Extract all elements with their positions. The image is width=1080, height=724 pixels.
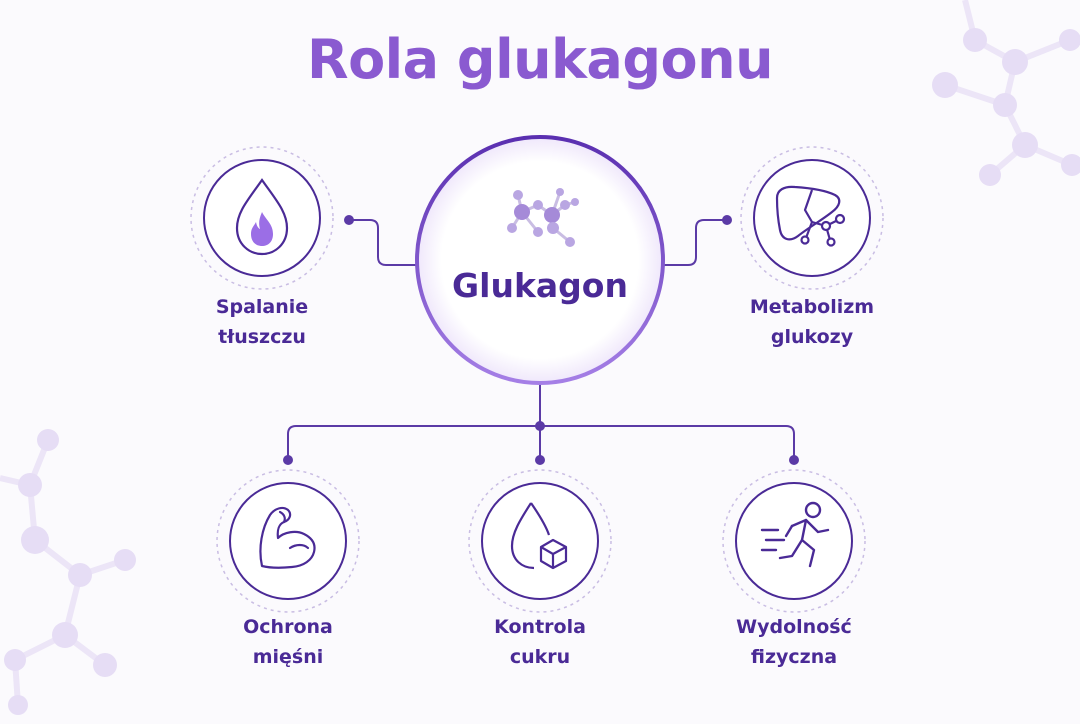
label-fat-line1: Spalanie [215,296,309,318]
center-label: Glukagon [452,266,628,305]
label-glucose: Metabolizm glukozy [712,292,912,352]
decorative-molecule-top-right [932,0,1080,186]
node-fitness-circle [722,469,866,613]
connector-dot [344,215,354,225]
center-node [415,135,665,385]
label-fat: Spalanie tłuszczu [162,292,362,352]
node-sugar-circle [468,469,612,613]
node-glucose-circle [740,146,884,290]
connector-dot [722,215,732,225]
drop-cube-icon [510,502,568,570]
running-person-icon [760,501,830,568]
diagram-title: Rola glukagonu [306,28,774,91]
label-sugar-line1: Kontrola [494,616,586,638]
molecule-icon [507,188,579,247]
decorative-molecule-bottom-left [0,429,136,715]
label-fitness: Wydolność fizyczna [694,612,894,672]
connector-dot [535,455,545,465]
label-muscle-line2: mięśni [252,646,324,668]
connector-center-to-fat [349,219,420,266]
label-glucose-line2: glukozy [770,326,854,348]
label-sugar: Kontrola cukru [440,612,640,672]
connector-center-to-glucose [661,219,727,266]
label-fitness-line2: fizyczna [750,646,838,668]
label-sugar-line2: cukru [509,646,571,668]
connector-dot [789,455,799,465]
connector-dot [283,455,293,465]
liver-molecule-icon [775,185,846,247]
label-muscle-line1: Ochrona [243,616,333,638]
label-fitness-line1: Wydolność [736,616,852,638]
label-fat-line2: tłuszczu [218,326,306,348]
label-muscle: Ochrona mięśni [188,612,388,672]
flexed-arm-icon [259,506,316,569]
outer-nodes [190,146,884,613]
node-muscle-circle [216,469,360,613]
label-glucose-line1: Metabolizm [749,296,875,318]
connector-dots [283,215,799,465]
node-fat-circle [190,146,334,290]
flame-drop-icon [235,178,289,256]
connector-dot [535,421,545,431]
